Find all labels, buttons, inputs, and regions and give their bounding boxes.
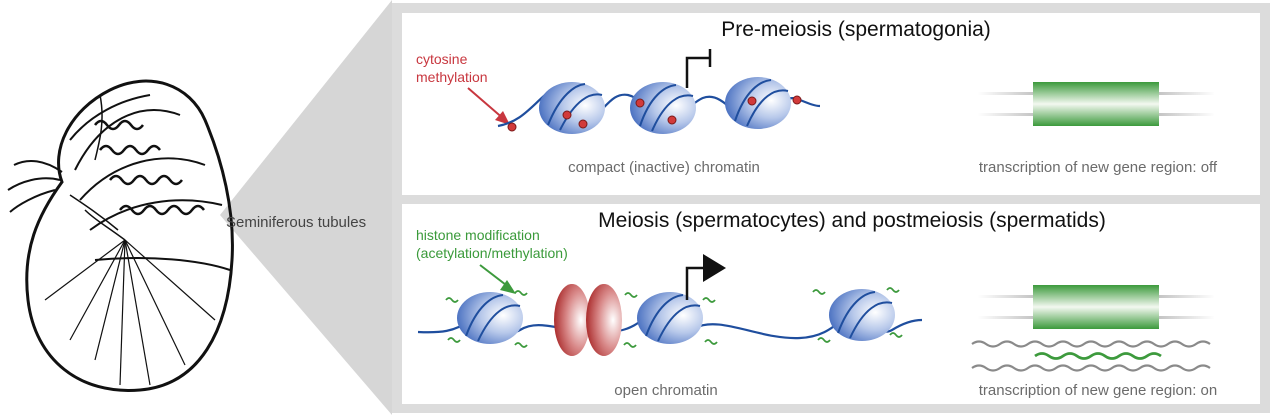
gene-off-icon bbox=[978, 82, 1215, 126]
methylation-annotation-line-1: cytosine bbox=[416, 51, 468, 67]
nucleosome-bottom-3 bbox=[829, 289, 895, 341]
gene-on-icon bbox=[978, 285, 1215, 329]
bottom-panel-title: Meiosis (spermatocytes) and postmeiosis … bbox=[598, 209, 1106, 232]
histone-annotation-line-2: (acetylation/methylation) bbox=[416, 245, 568, 261]
rna-transcript-icon bbox=[971, 340, 1211, 372]
nucleosome-bottom-1 bbox=[457, 292, 523, 344]
nucleosome-bottom-2 bbox=[637, 292, 703, 344]
chromatin-remodeler-icon bbox=[554, 284, 622, 356]
nucleosome-top-1 bbox=[539, 82, 605, 134]
compact-chromatin-caption: compact (inactive) chromatin bbox=[568, 159, 760, 176]
open-chromatin-caption: open chromatin bbox=[614, 382, 718, 399]
histone-annotation-line-1: histone modification bbox=[416, 227, 540, 243]
transcription-off-caption: transcription of new gene region: off bbox=[978, 159, 1218, 176]
nucleosome-top-2 bbox=[630, 82, 696, 134]
zoom-wedge bbox=[220, 0, 392, 415]
histone-mod-arrow-icon bbox=[479, 264, 516, 294]
transcription-arrow-icon bbox=[685, 254, 726, 300]
nucleosome-top-3 bbox=[725, 77, 791, 129]
methylation-annotation-line-2: methylation bbox=[416, 69, 488, 85]
methylation-annotation: cytosine methylation bbox=[416, 50, 488, 86]
transcription-on-caption: transcription of new gene region: on bbox=[978, 382, 1218, 399]
methylation-arrow-icon bbox=[467, 87, 510, 125]
histone-annotation: histone modification (acetylation/methyl… bbox=[416, 226, 568, 262]
histone-marks bbox=[445, 287, 903, 348]
top-panel-title: Pre-meiosis (spermatogonia) bbox=[721, 18, 991, 41]
blocked-promoter-icon bbox=[685, 49, 712, 88]
tubule-label: Seminiferous tubules bbox=[226, 214, 367, 231]
testis-drawing-icon bbox=[7, 79, 234, 392]
methyl-dots bbox=[507, 95, 802, 132]
